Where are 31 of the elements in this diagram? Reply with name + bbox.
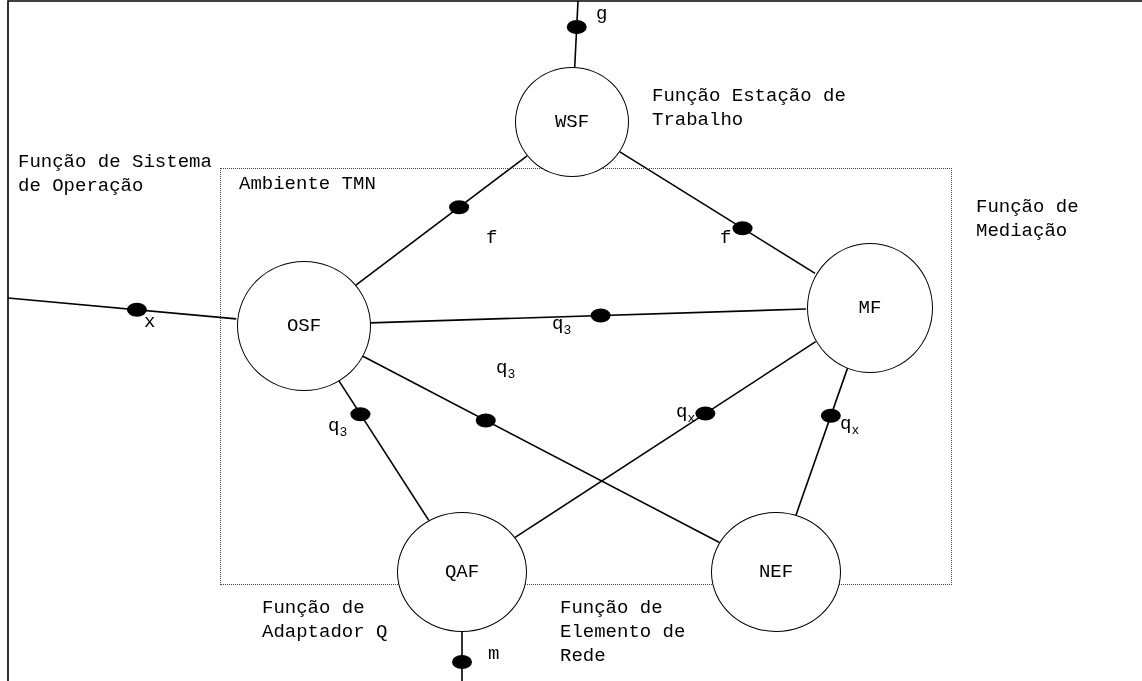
function-caption: Função de Adaptador Q xyxy=(262,596,389,644)
connector xyxy=(7,297,238,320)
function-circle: QAF xyxy=(397,512,527,632)
function-circle: WSF xyxy=(515,67,629,177)
connector xyxy=(514,340,817,539)
function-caption: Função de Mediação xyxy=(976,195,1080,243)
connector xyxy=(361,355,721,544)
connector xyxy=(369,308,807,324)
connector xyxy=(795,367,849,516)
connector xyxy=(355,155,528,286)
function-circle: OSF xyxy=(237,261,371,391)
connector xyxy=(337,379,430,522)
connector xyxy=(566,0,587,68)
reference-point-label: q$_{x}$ xyxy=(676,402,696,428)
function-circle: NEF xyxy=(711,512,841,632)
reference-point-label: x xyxy=(144,312,156,332)
reference-point-label: q$_{x}$ xyxy=(840,414,860,440)
group-title: Ambiente TMN xyxy=(239,173,376,195)
reference-point-label: f xyxy=(486,228,498,248)
reference-point-label: g xyxy=(596,4,608,24)
connector xyxy=(452,631,472,681)
function-caption: Função de Sistema de Operação xyxy=(18,150,213,198)
reference-point-label: m xyxy=(488,644,500,664)
function-caption: Função de Elemento de Rede xyxy=(560,596,687,668)
reference-point-label: q$_{3}$ xyxy=(552,314,572,340)
reference-point-label: q$_{3}$ xyxy=(328,416,348,442)
connector xyxy=(619,151,816,275)
function-caption: Função Estação de Trabalho xyxy=(652,84,847,132)
reference-point-label: f xyxy=(720,228,732,248)
reference-point-label: q$_{3}$ xyxy=(496,358,516,384)
function-circle: MF xyxy=(807,243,933,373)
